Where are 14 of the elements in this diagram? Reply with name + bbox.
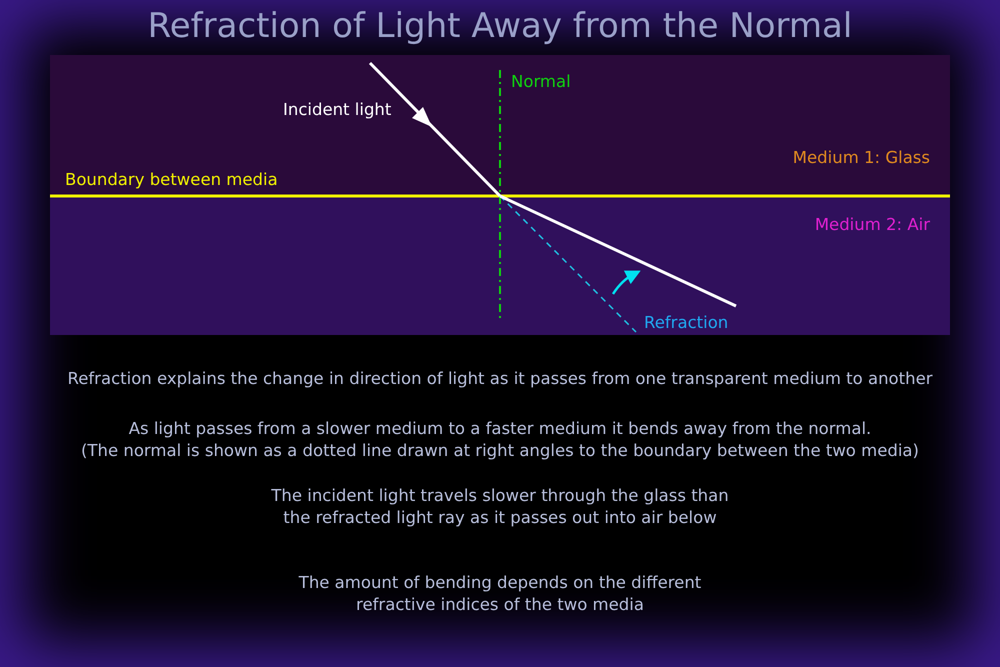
title: Refraction of Light Away from the Normal: [146, 6, 854, 46]
medium-label: Medium 2: Air: [814, 215, 930, 234]
medium-band: [50, 55, 950, 196]
normal-label: Normal: [511, 72, 571, 91]
explanation-text: Refraction explains the change in direction of light as it passes from one transparent medium to another: [66, 368, 934, 390]
explanation-text: As light passes from a slower medium to a faster medium it bends away from the normal.: [128, 418, 872, 440]
medium-band: [50, 196, 950, 335]
ray-label: Incident light: [283, 100, 392, 119]
explanation-text: The amount of bending depends on the different refractive indices of the two media: [298, 572, 702, 616]
explanation-text: The incident light travels slower through the glass than the refracted light ray as it passes out into air below: [270, 485, 730, 529]
boundary-label: Boundary between media: [65, 170, 278, 189]
refraction-label: Refraction: [644, 313, 728, 332]
explanation-text: (The normal is shown as a dotted line drawn at right angles to the boundary between the two media): [80, 440, 920, 462]
medium-label: Medium 1: Glass: [792, 148, 930, 167]
